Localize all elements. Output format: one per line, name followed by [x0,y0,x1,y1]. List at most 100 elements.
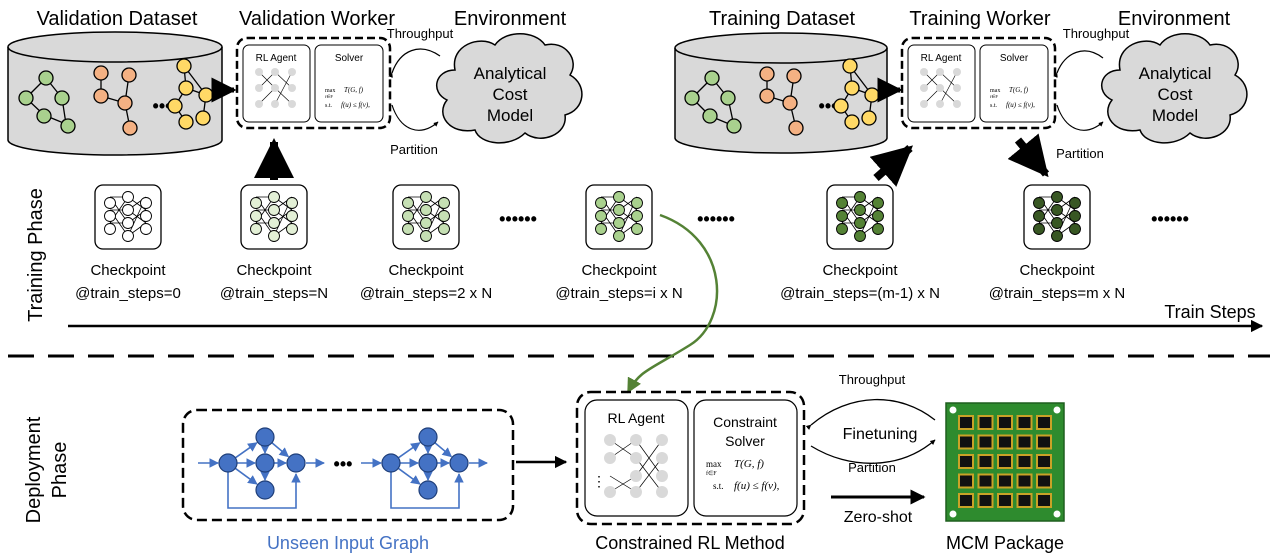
validation-graph-yellow [167,58,214,130]
chiplet [999,495,1011,506]
checkpoint-ellipsis-2: •••••• [697,209,735,229]
graph-edge [234,442,258,459]
deploy-partition-label: Partition [848,460,896,475]
checkpoint-step: @train_steps=2 x N [360,285,492,302]
chiplet [1038,417,1050,428]
validation-worker-box [235,36,392,130]
checkpoint-label: Checkpoint [822,262,898,279]
training-solver-label: Solver [1000,53,1029,64]
chiplet [1018,495,1031,506]
chiplet [960,456,972,467]
deploy-eq-obj: T(G, f) [734,458,764,470]
checkpoint-net-icon [104,191,152,242]
checkpoint-1: Checkpoint@train_steps=N [220,184,328,302]
training-worker-box [900,36,1057,130]
deploy-agent-label: RL Agent [607,410,664,426]
deploy-agent-net-icon [604,434,668,498]
validation-cost-model-line1: Analytical [474,64,547,83]
graph-edge [397,442,421,459]
validation-throughput-arc [388,48,441,78]
checkpoint-to-training-arrow [869,145,913,187]
chiplet [1038,495,1050,506]
validation-eq-cons: f(u) ≤ f(v), [341,101,370,109]
checkpoint-net-icon [836,191,884,242]
chiplet [1018,417,1031,428]
training-dataset-ellipsis: ••• [819,96,838,116]
unseen-input-graph-label: Unseen Input Graph [267,533,429,553]
training-eq-cons: f(u) ≤ f(v), [1006,101,1035,109]
training-worker-title: Training Worker [909,8,1050,30]
deploy-eq-sub: f∈F [706,470,717,477]
graph-node [449,453,469,473]
chiplet [979,436,992,448]
chiplet [1018,456,1031,467]
validation-dataset-ellipsis: ••• [153,96,172,116]
validation-solver-label: Solver [335,53,364,64]
checkpoint-3: Checkpoint@train_steps=i x N [555,184,683,302]
training-env-title: Environment [1118,8,1231,30]
training-dataset-title: Training Dataset [709,8,855,30]
validation-env-title: Environment [454,8,567,30]
validation-partition-label: Partition [390,142,438,157]
chiplet [979,495,992,506]
graph-edge [271,442,290,458]
graph-edge [234,467,258,485]
checkpoint-net-icon [402,191,450,242]
constrained-rl-method-label: Constrained RL Method [595,533,784,553]
chiplet [979,456,992,467]
deploy-agent-ellipsis: ⋮ [592,473,606,489]
training-partition-label: Partition [1056,146,1104,161]
chiplet [999,436,1011,448]
mcm-package-icon [945,402,1065,522]
validation-dataset-title: Validation Dataset [37,8,198,30]
checkpoint-0: Checkpoint@train_steps=0 [75,184,181,302]
deploy-throughput-arc [805,398,936,431]
chiplet [999,475,1011,487]
chiplet [1038,456,1050,467]
training-eq-max: max [990,88,1000,94]
graph-edge [397,467,421,485]
chiplet [960,495,972,506]
checkpoint-net-icon [595,191,643,242]
validation-cost-model-line3: Model [487,106,533,125]
chiplet [979,417,992,428]
validation-worker-title: Validation Worker [239,8,395,30]
validation-eq-max: max [325,88,335,94]
graph-node [255,427,275,447]
validation-cost-model-line2: Cost [493,85,528,104]
graph-node [418,480,438,500]
training-cost-model-line3: Model [1152,106,1198,125]
unseen-graph-b [361,427,488,509]
checkpoint-net-icon [1033,191,1081,242]
graph-node [218,453,238,473]
graph-node [255,480,275,500]
deploy-eq-st: s.t. [713,481,724,491]
checkpoint-ellipsis-3: •••••• [1151,209,1189,229]
deployment-phase-label-line1: Deployment [23,416,45,523]
training-cost-model-line1: Analytical [1139,64,1212,83]
deploy-eq-max: max [706,459,722,469]
validation-throughput-label: Throughput [387,26,454,41]
checkpoint-2: Checkpoint @train_steps=2 x N [360,184,492,302]
checkpoint-label: Checkpoint [581,262,657,279]
validation-graph-orange [93,65,138,136]
graph-edge [390,472,464,509]
chiplet [1038,436,1050,448]
chiplet [999,456,1011,467]
training-eq-sub: f∈F [990,94,998,99]
chiplet [1018,475,1031,487]
checkpoint-ellipsis-1: •••••• [499,209,537,229]
graph-node [286,453,306,473]
training-eq-st: s.t. [990,103,998,109]
checkpoints-row: Checkpoint@train_steps=0Checkpoint@train… [75,184,1125,302]
training-graph-orange [759,66,804,136]
checkpoint-net-icon [250,191,298,242]
deploy-solver-line1: Constraint [713,414,777,430]
checkpoint-step: @train_steps=N [220,285,328,302]
training-agent-net-icon [920,68,961,108]
training-agent-label: RL Agent [921,53,962,64]
checkpoint-label: Checkpoint [388,262,464,279]
unseen-graph-box [181,408,515,522]
checkpoint-4: Checkpoint@train_steps=(m-1) x N [780,184,940,302]
